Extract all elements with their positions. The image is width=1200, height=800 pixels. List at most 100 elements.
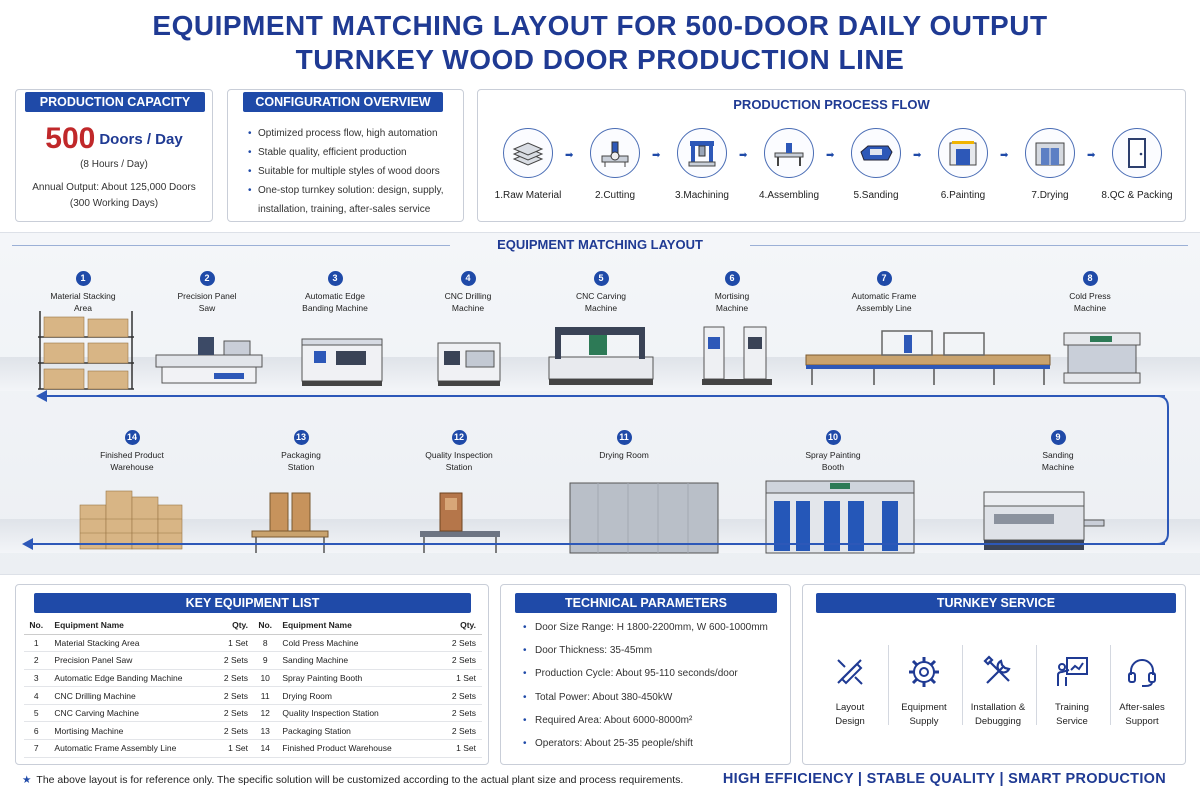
service-label: Debugging [975,716,1021,727]
step-label: 1.Raw Material [494,190,562,201]
equipment-qty: 2 Sets [439,651,482,670]
machining-center-icon [677,128,727,178]
station-name: Automatic Edge Banding Machine [302,291,368,313]
lower-flow-line [30,543,1165,545]
sanding-machine [983,491,1105,550]
config-item-continued: installation, training, after-sales serv… [258,204,431,215]
equipment-table: No. Equipment Name Qty. No. Equipment Na… [24,617,482,758]
mortising-machine [702,326,772,385]
equipment-qty: 2 Sets [211,686,254,705]
layout-heading: EQUIPMENT MATCHING LAYOUT [497,237,703,252]
footnote: ★ The above layout is for reference only.… [22,774,683,786]
spray-painting-booth [765,480,915,554]
service-divider [1036,645,1037,725]
row-number: 10 [254,669,277,688]
station-name: Finished Product Warehouse [100,450,164,472]
service-label: Equipment [901,702,947,713]
step-label: 6.Painting [940,190,986,201]
capacity-working-days: (300 Working Days) [69,198,159,209]
config-heading: CONFIGURATION OVERVIEW [243,92,443,112]
equipment-qty: 2 Sets [439,704,482,723]
heading-rule [750,245,1188,246]
equipment-qty: 2 Sets [439,686,482,705]
row-number: 13 [254,721,277,741]
process-step-drying: 7.Drying [1006,128,1094,201]
equipment-list-heading: KEY EQUIPMENT LIST [34,593,471,613]
service-label: Design [835,716,865,727]
flow-arrow-icon: ➡ [565,150,574,161]
sanding-machine-icon [851,128,901,178]
equipment-qty: 2 Sets [211,669,254,688]
row-number: 6 [24,721,49,741]
row-number: 11 [254,686,277,705]
flow-arrow-icon: ➡ [913,150,922,161]
row-number: 12 [254,704,277,723]
station-number: 7 [876,271,892,286]
technical-parameters-panel: TECHNICAL PARAMETERS Door Size Range: H … [500,584,791,765]
station-name: Spray Painting Booth [805,450,861,472]
step-label: 2.Cutting [594,190,636,201]
config-item: Suitable for multiple styles of wood doo… [248,162,443,181]
assembly-table-icon [764,128,814,178]
equipment-qty: 1 Set [211,739,254,758]
row-number: 8 [254,634,277,653]
cold-press-machine [1063,332,1141,384]
station-name: Cold Press Machine [1069,291,1111,313]
equipment-qty: 2 Sets [211,721,254,741]
equipment-name: Spray Painting Booth [276,669,440,688]
arrow-left-icon [22,538,33,550]
column-header: Qty. [439,617,482,635]
row-number: 2 [24,651,49,670]
row-number: 4 [24,686,49,705]
station-name: Quality Inspection Station [425,450,493,472]
trainer-board-icon [1057,657,1088,686]
equipment-name: Packaging Station [276,721,440,741]
capacity-hours: (8 Hours / Day) [80,159,148,170]
station-number: 2 [199,271,215,286]
station-number: 11 [616,430,632,445]
star-icon: ★ [22,774,32,786]
material-stacking-rack [38,311,134,390]
service-label: Layout [835,702,865,713]
technical-item: Production Cycle: About 95-110 seconds/d… [523,668,768,691]
page-title-line2: TURNKEY WOOD DOOR PRODUCTION LINE [295,44,905,75]
technical-item: Required Area: About 6000-8000m² [523,715,768,738]
equipment-qty: 2 Sets [439,721,482,741]
service-label: Supply [909,716,939,727]
panel-saw [155,337,263,384]
equipment-name: Material Stacking Area [48,634,212,653]
capacity-heading: PRODUCTION CAPACITY [25,92,205,112]
service-label: Training [1055,702,1089,713]
step-label: 8.QC & Packing [1101,190,1173,201]
cnc-drilling-machine [437,342,501,386]
station-name: Sanding Machine [1041,450,1075,472]
station-number: 13 [293,430,309,445]
service-label: Support [1125,716,1159,727]
footnote-text: The above layout is for reference only. … [36,774,684,786]
process-flow-panel: PRODUCTION PROCESS FLOW 1.Raw Material ➡… [477,89,1186,222]
equipment-qty: 1 Set [439,739,482,758]
station-number: 14 [124,430,140,445]
step-label: 3.Machining [675,190,729,201]
row-number: 1 [24,634,49,653]
equipment-qty: 2 Sets [439,634,482,653]
equipment-name: Drying Room [276,686,440,705]
equipment-name: Quality Inspection Station [276,704,440,723]
flow-arrow-icon: ➡ [826,150,835,161]
capacity-number: 500 [45,122,96,155]
station-name: Mortising Machine [714,291,750,313]
station-number: 4 [460,271,476,286]
equipment-qty: 1 Set [439,669,482,688]
